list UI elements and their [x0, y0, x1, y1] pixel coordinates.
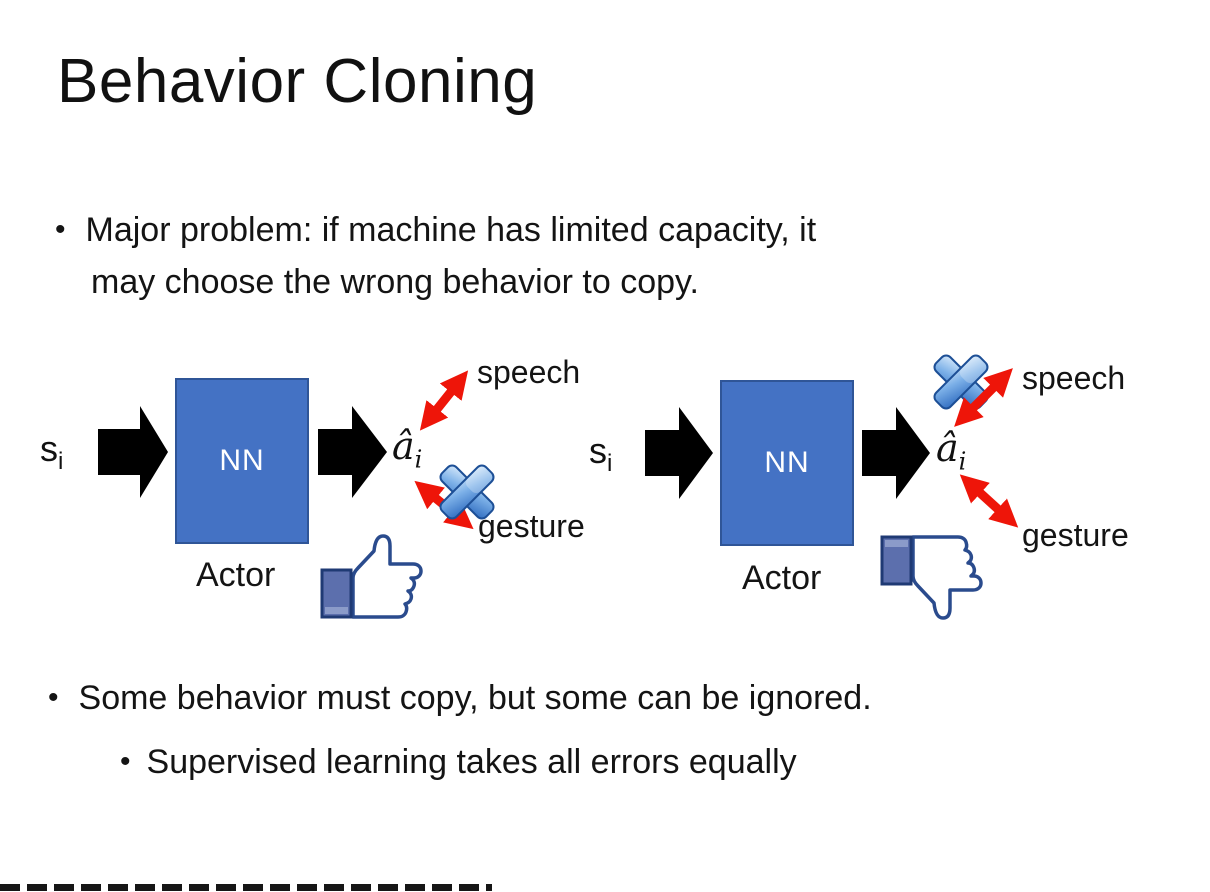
bullet-some-behavior: • Some behavior must copy, but some can …	[48, 676, 872, 720]
output-label-left: âi	[392, 424, 422, 474]
output-symbol: â	[936, 426, 959, 470]
bullet-marker: •	[48, 681, 59, 714]
gesture-double-arrow-icon	[959, 474, 1019, 528]
bottom-dashed-strip	[0, 884, 492, 891]
input-subscript: i	[607, 450, 613, 478]
gesture-label-right: gesture	[1022, 517, 1129, 553]
speech-label-left: speech	[477, 354, 581, 390]
input-subscript: i	[58, 448, 64, 476]
bullet-text: Some behavior must copy, but some can be…	[78, 679, 872, 717]
bullet-text: Supervised learning takes all errors equ…	[146, 743, 797, 781]
output-label-right: âi	[936, 426, 966, 476]
flow-arrow-icon	[645, 407, 713, 499]
cross-icon	[439, 464, 495, 520]
page-title: Behavior Cloning	[57, 47, 538, 116]
thumbs-up-icon	[320, 534, 423, 619]
input-symbol: s	[40, 428, 58, 469]
nn-box-left: NN	[175, 378, 309, 544]
nn-box-label: NN	[764, 446, 810, 479]
thumbs-down-icon	[880, 535, 983, 620]
sub-bullet-supervised: • Supervised learning takes all errors e…	[120, 740, 797, 784]
flow-arrow-icon	[862, 407, 930, 499]
output-symbol: â	[392, 424, 415, 468]
actor-label-right: Actor	[742, 559, 822, 597]
bullet-major-problem: • Major problem: if machine has limited …	[55, 208, 816, 252]
bullet-marker: •	[55, 213, 66, 246]
nn-box-label: NN	[219, 444, 265, 477]
gesture-label-left: gesture	[478, 508, 585, 544]
speech-label-right: speech	[1022, 360, 1126, 396]
input-symbol: s	[589, 430, 607, 471]
speech-double-arrow-icon	[419, 370, 469, 431]
actor-label-left: Actor	[196, 556, 276, 594]
flow-arrow-icon	[98, 406, 168, 498]
output-subscript: i	[958, 447, 967, 476]
bullet-major-problem-line2: may choose the wrong behavior to copy.	[91, 263, 699, 301]
input-label-right: si	[589, 430, 612, 478]
output-subscript: i	[414, 445, 423, 474]
speech-double-arrow-icon	[954, 368, 1013, 427]
bullet-text: Major problem: if machine has limited ca…	[85, 211, 817, 249]
flow-arrow-icon	[318, 406, 387, 498]
nn-box-right: NN	[720, 380, 854, 546]
bullet-marker: •	[120, 745, 131, 778]
cross-icon	[933, 354, 989, 410]
input-label-left: si	[40, 428, 63, 476]
